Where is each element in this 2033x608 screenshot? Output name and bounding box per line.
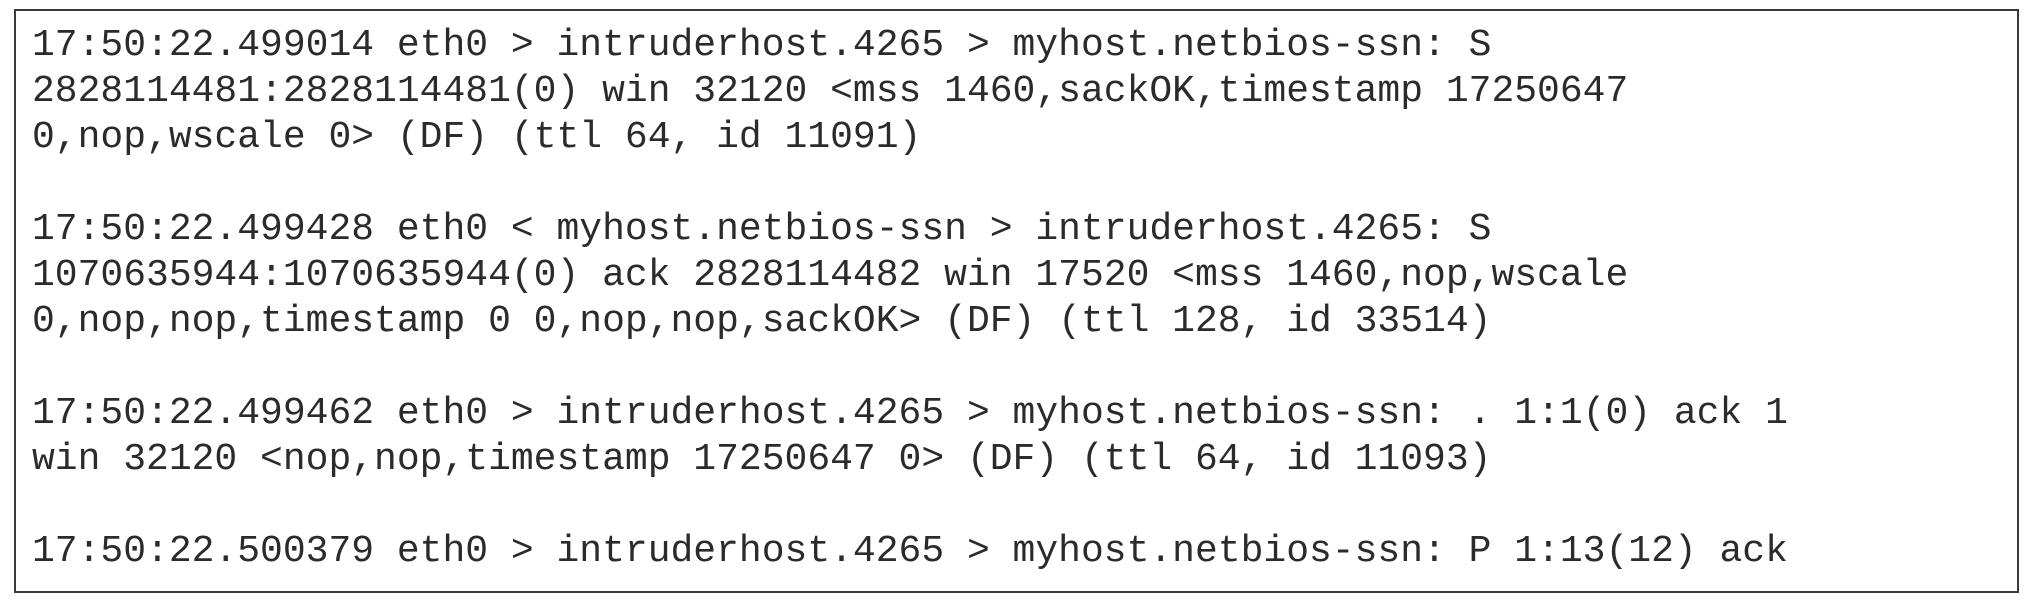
packet-entry-4: 17:50:22.500379 eth0 > intruderhost.4265… bbox=[32, 529, 2017, 575]
packet-entry-1: 17:50:22.499014 eth0 > intruderhost.4265… bbox=[32, 23, 2017, 161]
packet-line: 17:50:22.499462 eth0 > intruderhost.4265… bbox=[32, 392, 1788, 435]
packet-line: 17:50:22.499014 eth0 > intruderhost.4265… bbox=[32, 24, 1492, 67]
packet-line: 17:50:22.499428 eth0 < myhost.netbios-ss… bbox=[32, 208, 1492, 251]
packet-line: 1070635944:1070635944(0) ack 2828114482 … bbox=[32, 254, 1629, 297]
packet-line: 17:50:22.500379 eth0 > intruderhost.4265… bbox=[32, 530, 1788, 573]
packet-entry-2: 17:50:22.499428 eth0 < myhost.netbios-ss… bbox=[32, 207, 2017, 345]
packet-line: 0,nop,wscale 0> (DF) (ttl 64, id 11091) bbox=[32, 116, 922, 159]
packet-line: 0,nop,nop,timestamp 0 0,nop,nop,sackOK> … bbox=[32, 300, 1492, 343]
packet-line: 2828114481:2828114481(0) win 32120 <mss … bbox=[32, 70, 1629, 113]
packet-entry-3: 17:50:22.499462 eth0 > intruderhost.4265… bbox=[32, 391, 2017, 483]
packet-log-box: 17:50:22.499014 eth0 > intruderhost.4265… bbox=[14, 9, 2019, 593]
packet-line: win 32120 <nop,nop,timestamp 17250647 0>… bbox=[32, 438, 1492, 481]
